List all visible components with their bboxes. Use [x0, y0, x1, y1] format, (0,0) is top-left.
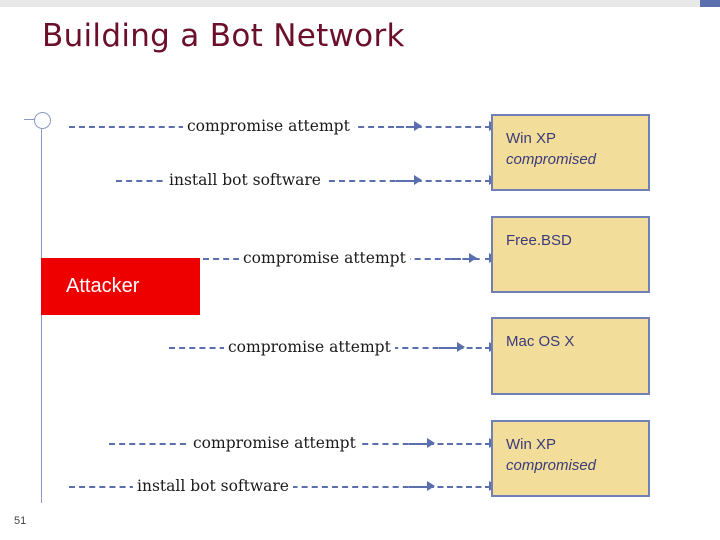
target-box-mac-os-x[interactable]: Mac OS X [491, 317, 650, 395]
target-line1-3: Mac OS X [506, 333, 575, 350]
target-line1-4: Win XP [506, 436, 557, 453]
flow-label-3: compromise attempt [239, 249, 410, 267]
target-box-win-xp-2[interactable]: Win XP compromised [491, 420, 650, 497]
target-line2-1: compromised [506, 151, 597, 169]
target-line2-4: compromised [506, 457, 597, 475]
flow-label-2: install bot software [165, 171, 325, 189]
connector-row-5: compromise attempt [41, 434, 661, 452]
flow-label-6: install bot software [133, 477, 293, 495]
flow-label-1: compromise attempt [183, 117, 354, 135]
connector-row-3: compromise attempt [41, 249, 661, 267]
dashed-line-right-3 [451, 258, 491, 260]
flow-label-5: compromise attempt [189, 434, 360, 452]
dashed-line-right-6 [409, 486, 491, 488]
page-number: 51 [14, 515, 27, 527]
dashed-line-right-1 [396, 126, 491, 128]
attacker-label: Attacker [66, 275, 140, 297]
dashed-line-right-4 [439, 347, 491, 349]
attacker-node-head-icon [24, 112, 51, 129]
dashed-line-right-5 [409, 443, 491, 445]
connector-row-4: compromise attempt [41, 338, 661, 356]
connector-row-6: install bot software [41, 477, 661, 495]
top-bar-right-accent [700, 0, 720, 7]
top-bar-left-decoration [0, 0, 700, 7]
dashed-line-right-2 [396, 180, 491, 182]
target-box-win-xp-1[interactable]: Win XP compromised [491, 114, 650, 191]
attacker-box[interactable]: Attacker [41, 258, 200, 315]
target-line1-2: Free.BSD [506, 232, 572, 249]
page-title: Building a Bot Network [42, 18, 405, 54]
connector-row-2: install bot software [41, 171, 661, 189]
flow-label-4: compromise attempt [224, 338, 395, 356]
target-box-freebsd[interactable]: Free.BSD [491, 216, 650, 293]
connector-row-1: compromise attempt [41, 117, 661, 135]
target-line1-1: Win XP [506, 130, 557, 147]
